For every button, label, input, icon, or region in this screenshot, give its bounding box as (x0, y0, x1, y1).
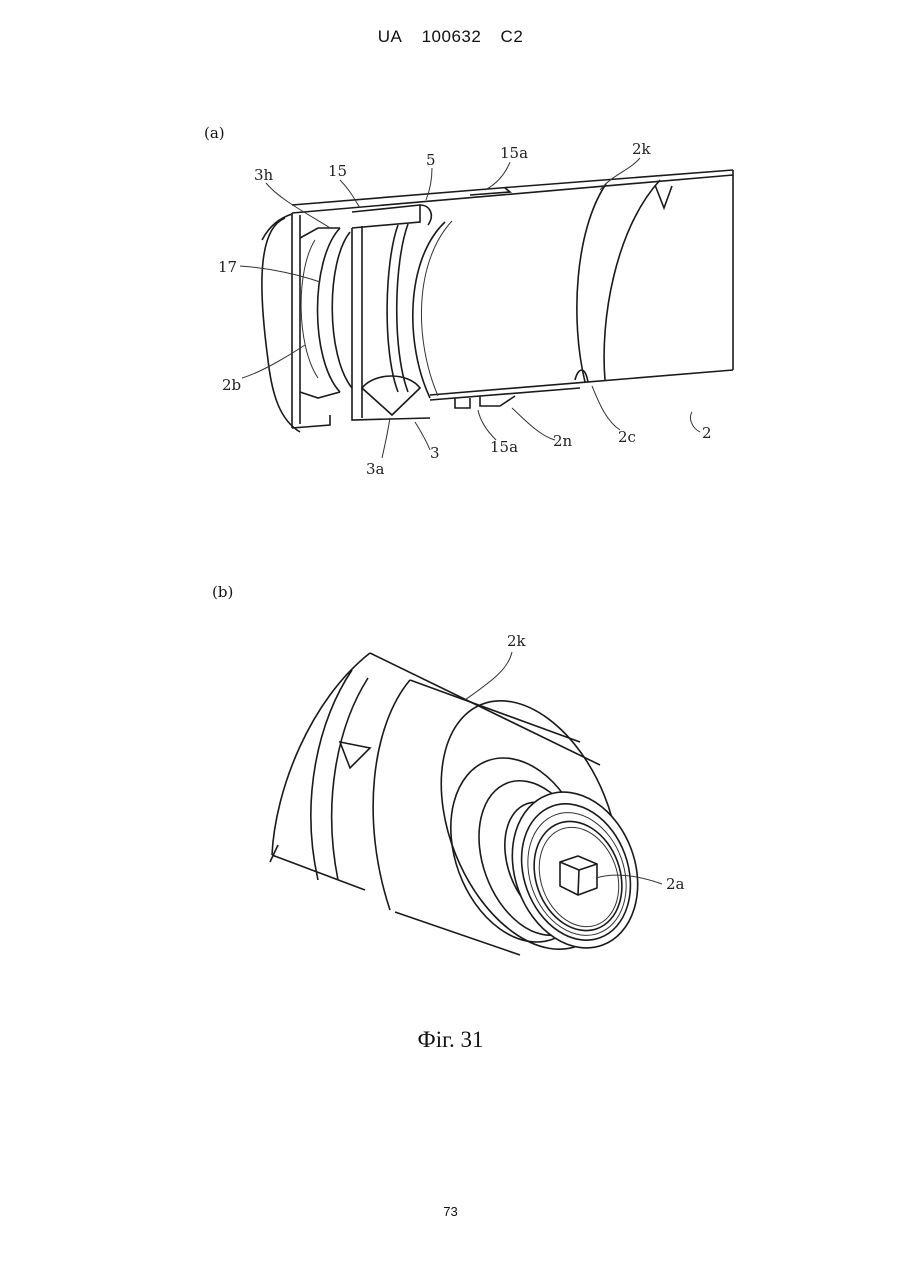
callout-2a: 2a (666, 875, 685, 893)
callout-2: 2 (702, 424, 712, 442)
callout-3a: 3a (366, 460, 385, 478)
callout-17: 17 (218, 258, 237, 276)
callout-2k-a: 2k (632, 140, 652, 158)
figure-a-drawing (262, 170, 733, 432)
callout-15a-top: 15a (500, 144, 528, 162)
figure-caption: Фіг. 31 (0, 1027, 901, 1053)
callout-15: 15 (328, 162, 347, 180)
page-number: 73 (0, 1204, 901, 1219)
callout-15a-bottom: 15a (490, 438, 518, 456)
callout-2b: 2b (222, 376, 241, 394)
callout-3: 3 (430, 444, 440, 462)
callout-5: 5 (426, 151, 436, 169)
callout-2c: 2c (618, 428, 636, 446)
figure-b-drawing (270, 653, 659, 976)
callout-2k-b: 2k (507, 632, 527, 650)
callout-3h: 3h (254, 166, 274, 184)
callout-2n: 2n (553, 432, 573, 450)
